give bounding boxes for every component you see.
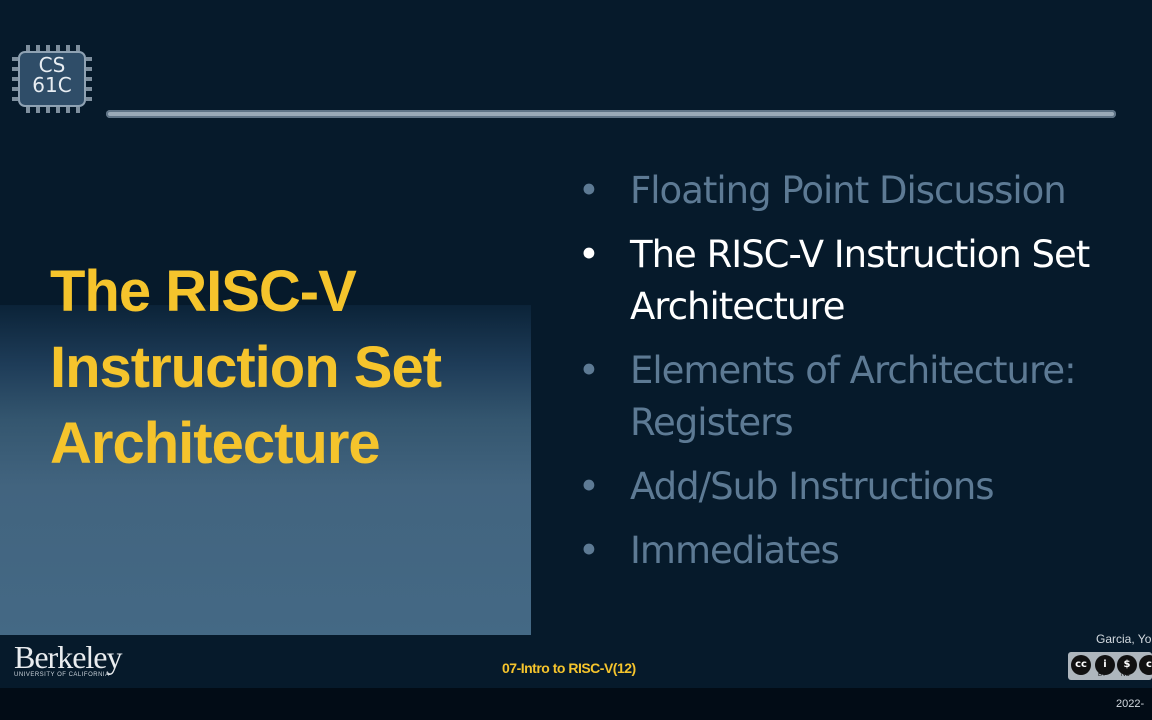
cc-license-badge: cc i $ c BY NC bbox=[1068, 652, 1152, 680]
bullet: • bbox=[578, 349, 600, 392]
agenda-item-immediates: • Immediates bbox=[578, 525, 1138, 577]
section-title-line3: Architecture bbox=[50, 411, 381, 476]
logo-text: CS 61C bbox=[26, 55, 78, 95]
nc-icon: $ bbox=[1117, 655, 1137, 675]
sa-icon: c bbox=[1139, 655, 1152, 675]
agenda-item-add-sub: • Add/Sub Instructions bbox=[578, 461, 1138, 513]
berkeley-logo: Berkeley UNIVERSITY OF CALIFORNIA bbox=[14, 639, 122, 678]
agenda-item-label: Add/Sub Instructions bbox=[630, 465, 995, 508]
section-title-line1: The RISC-V bbox=[50, 259, 357, 324]
bullet: • bbox=[578, 233, 600, 276]
bullet: • bbox=[578, 529, 600, 572]
lecture-name: 07-Intro to RISC-V bbox=[502, 660, 613, 676]
agenda-item-label-line2: Registers bbox=[630, 401, 794, 444]
berkeley-subtitle: UNIVERSITY OF CALIFORNIA bbox=[14, 672, 110, 678]
section-title-line2: Instruction Set bbox=[50, 335, 442, 400]
agenda-item-label: Floating Point Discussion bbox=[630, 169, 1067, 212]
agenda-item-label-line1: Elements of Architecture: bbox=[630, 349, 1077, 392]
cc-icon: cc bbox=[1071, 655, 1091, 675]
license-nc-label: NC bbox=[1121, 672, 1130, 678]
agenda-item-registers: • Elements of Architecture: Registers bbox=[578, 345, 1138, 449]
cs61c-logo: CS 61C bbox=[12, 45, 92, 113]
by-icon: i bbox=[1095, 655, 1115, 675]
page-number: (12) bbox=[612, 660, 636, 676]
slide-footer: 07-Intro to RISC-V(12) bbox=[502, 660, 636, 676]
chip-icon bbox=[12, 45, 92, 113]
slide: CS 61C The RISC-V Instruction Set Archit… bbox=[0, 0, 1152, 688]
copyright-year: 2022- bbox=[1116, 698, 1145, 710]
agenda-item-label-line2: Architecture bbox=[630, 285, 846, 328]
license-by-label: BY bbox=[1098, 672, 1107, 678]
logo-line1: CS bbox=[38, 53, 66, 77]
agenda-list: • Floating Point Discussion • The RISC-V… bbox=[578, 165, 1138, 589]
section-title: The RISC-V Instruction Set Architecture bbox=[50, 254, 520, 482]
agenda-item-label: Immediates bbox=[630, 529, 840, 572]
agenda-item-label-line1: The RISC-V Instruction Set bbox=[630, 233, 1090, 276]
agenda-item-floating-point: • Floating Point Discussion bbox=[578, 165, 1138, 217]
title-panel bbox=[0, 305, 531, 635]
header-rule bbox=[106, 110, 1116, 118]
bottom-strip bbox=[0, 688, 1152, 720]
logo-line2: 61C bbox=[32, 73, 72, 97]
berkeley-wordmark: Berkeley bbox=[14, 639, 122, 675]
bullet: • bbox=[578, 465, 600, 508]
agenda-item-risc-v-isa: • The RISC-V Instruction Set Architectur… bbox=[578, 229, 1138, 333]
bullet: • bbox=[578, 169, 600, 212]
author-credit: Garcia, Yo bbox=[1096, 632, 1152, 646]
